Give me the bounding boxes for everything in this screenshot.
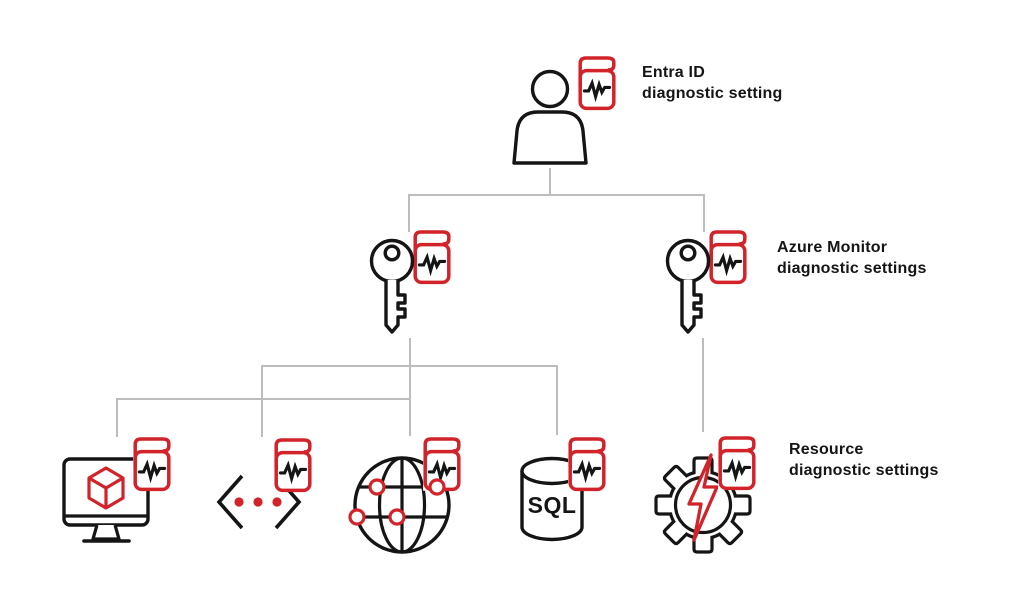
code-node — [216, 436, 314, 530]
connector-level3-left-branch — [116, 398, 410, 437]
virtual-machine-node — [62, 435, 173, 543]
entra-id-node — [512, 54, 618, 165]
azure-monitor-label-line2: diagnostic settings — [777, 260, 927, 277]
key-icon — [369, 238, 415, 334]
azure-monitor-label-line1: Azure Monitor — [777, 239, 888, 256]
sql-database-icon — [520, 456, 584, 542]
tree-connectors — [116, 168, 705, 437]
lightning-icon — [687, 453, 719, 542]
diagnostic-log-icon — [272, 436, 314, 494]
resource-label-line1: Resource — [789, 441, 864, 458]
resource-label-line2: diagnostic settings — [789, 462, 939, 479]
diagnostic-log-icon — [411, 228, 453, 286]
cube-icon — [87, 466, 125, 510]
diagnostic-log-icon — [131, 435, 173, 493]
azure-monitor-label: Azure Monitor diagnostic settings — [777, 237, 927, 279]
user-icon — [512, 69, 588, 165]
key-icon — [665, 238, 711, 334]
virtual-machine-icon — [62, 457, 150, 543]
azure-monitor-node-left — [369, 228, 453, 334]
entra-id-label: Entra ID diagnostic setting — [642, 62, 783, 104]
resource-label: Resource diagnostic settings — [789, 439, 939, 481]
diagnostic-log-icon — [707, 228, 749, 286]
diagnostic-log-icon — [566, 435, 608, 493]
network-node — [348, 435, 463, 554]
entra-id-label-line2: diagnostic setting — [642, 85, 783, 102]
diagnostic-log-icon — [716, 434, 758, 492]
diagnostic-log-icon — [576, 54, 618, 112]
connector-level2-branch — [408, 194, 705, 232]
gear-node — [654, 434, 758, 554]
network-endpoint-dots — [348, 478, 446, 526]
sql-database-node — [520, 435, 608, 542]
sql-database-text: SQL — [527, 492, 577, 518]
azure-monitor-node-right — [665, 228, 749, 334]
entra-id-label-line1: Entra ID — [642, 64, 705, 81]
